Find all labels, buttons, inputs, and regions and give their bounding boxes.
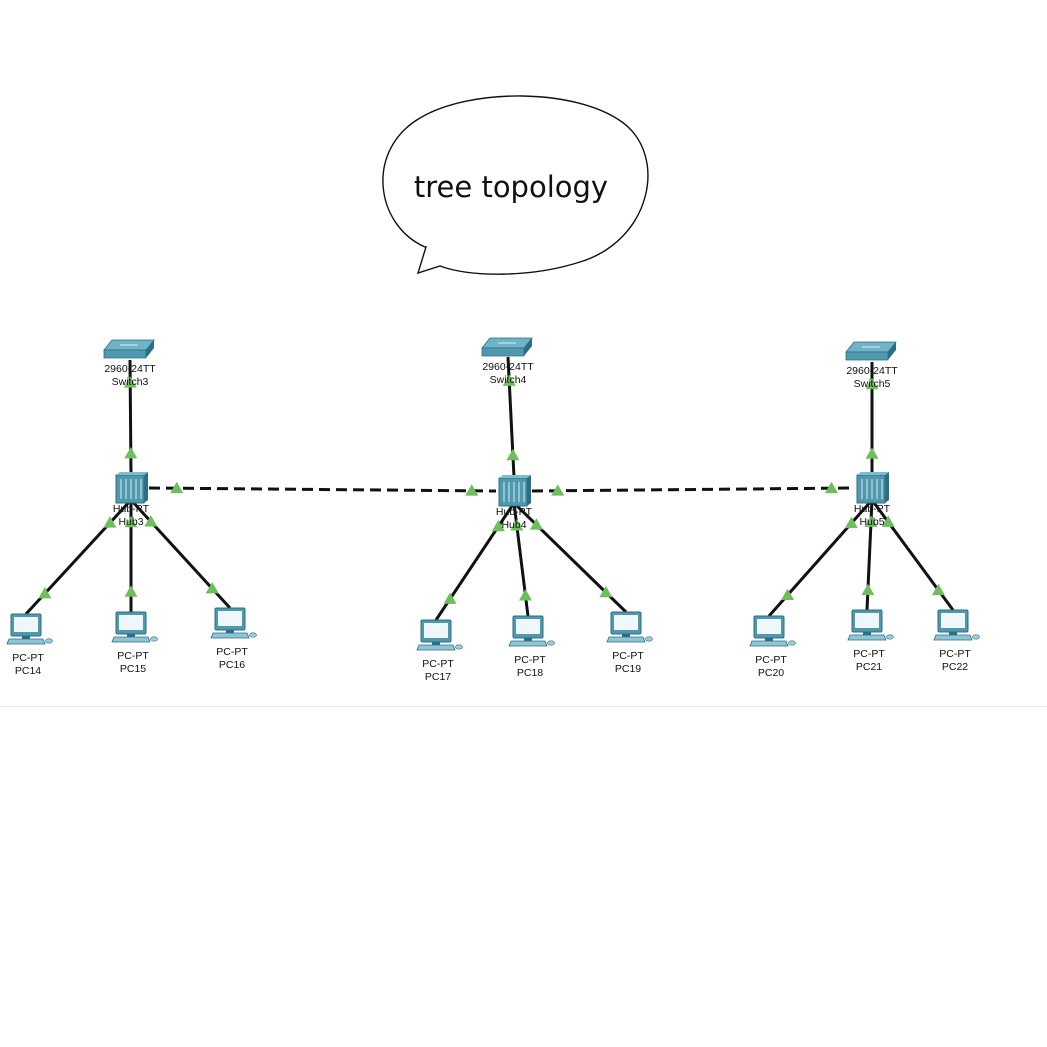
device-model-label: Hub-PT — [113, 503, 150, 515]
device-name-label: Switch4 — [490, 374, 527, 386]
callout-bubble — [382, 95, 649, 275]
device-name-label: Hub5 — [859, 516, 884, 528]
hub-icon — [115, 472, 148, 504]
link-status-indicator — [491, 519, 505, 532]
link-status-indicator — [38, 586, 52, 599]
callout-text: tree topology — [414, 170, 608, 204]
link-status-layer — [38, 374, 945, 604]
link-status-indicator — [824, 481, 838, 494]
device-name-label: Switch3 — [112, 376, 149, 388]
pc-icon — [847, 609, 894, 641]
pc-icon — [933, 609, 980, 641]
device-name-label: PC19 — [615, 663, 641, 675]
pc-icon — [508, 615, 555, 647]
hub-icon — [498, 475, 531, 507]
device-model-label: PC-PT — [612, 650, 644, 662]
link-status-indicator — [144, 515, 158, 527]
link-status-indicator — [124, 585, 138, 597]
pc-icon — [416, 619, 463, 651]
device-name-label: PC20 — [758, 667, 784, 679]
device-model-label: PC-PT — [939, 648, 971, 660]
link-status-indicator — [124, 515, 138, 528]
device-model-label: PC-PT — [853, 648, 885, 660]
link-status-indicator — [205, 582, 219, 594]
link-hub3-hub4[interactable] — [148, 486, 497, 493]
device-name-label: PC17 — [425, 671, 451, 683]
link-status-indicator — [502, 374, 516, 386]
pc-icon — [6, 613, 53, 645]
device-name-label: Hub4 — [501, 519, 526, 531]
link-status-indicator — [864, 515, 878, 527]
device-name-label: PC21 — [856, 661, 882, 673]
device-model-label: PC-PT — [755, 654, 787, 666]
switch-icon — [103, 339, 155, 359]
device-model-label: Hub-PT — [854, 503, 891, 515]
link-status-indicator — [781, 588, 795, 600]
link-status-indicator — [443, 592, 457, 604]
link-status-indicator — [861, 583, 875, 596]
device-name-label: PC18 — [517, 667, 543, 679]
device-name-label: PC14 — [15, 665, 41, 677]
link-status-indicator — [865, 377, 879, 390]
device-model-label: PC-PT — [117, 650, 149, 662]
link-status-indicator — [881, 515, 895, 527]
link-status-indicator — [865, 447, 879, 459]
device-name-label: PC22 — [942, 661, 968, 673]
workspace-divider — [0, 706, 1047, 707]
callout[interactable]: tree topology — [382, 95, 649, 275]
link-status-indicator — [103, 516, 117, 528]
link-status-indicator — [124, 446, 138, 459]
device-model-label: 2960-24TT — [846, 365, 898, 377]
link-status-indicator — [518, 589, 532, 601]
link-status-indicator — [123, 376, 137, 388]
link-status-indicator — [465, 484, 479, 496]
link-status-indicator — [599, 585, 613, 598]
pc-icon — [749, 615, 796, 647]
device-name-label: Hub3 — [118, 516, 143, 528]
device-model-label: PC-PT — [422, 658, 454, 670]
switch-icon — [481, 337, 533, 357]
device-model-label: Hub-PT — [496, 506, 533, 518]
pc-icon — [606, 611, 653, 643]
device-name-label: PC15 — [120, 663, 146, 675]
device-name-label: Switch5 — [854, 378, 891, 390]
device-model-label: 2960-24TT — [482, 361, 534, 373]
device-model-label: PC-PT — [216, 646, 248, 658]
device-model-label: 2960-24TT — [104, 363, 156, 375]
link-status-indicator — [529, 518, 543, 530]
device-name-label: PC16 — [219, 659, 245, 671]
link-status-indicator — [551, 484, 565, 496]
link-status-indicator — [510, 519, 524, 531]
link-hub4-hub5[interactable] — [531, 486, 855, 493]
switch-icon — [845, 341, 897, 361]
pc-icon — [210, 607, 257, 639]
pc-icon — [111, 611, 158, 643]
link-status-indicator — [170, 481, 184, 494]
link-status-indicator — [931, 583, 945, 596]
devices-layer: 2960-24TTSwitch32960-24TTSwitch42960-24T… — [6, 337, 980, 683]
link-status-indicator — [844, 516, 858, 529]
hub-icon — [856, 472, 889, 504]
link-status-indicator — [506, 448, 520, 461]
links-layer — [24, 356, 955, 621]
device-model-label: PC-PT — [12, 652, 44, 664]
device-model-label: PC-PT — [514, 654, 546, 666]
